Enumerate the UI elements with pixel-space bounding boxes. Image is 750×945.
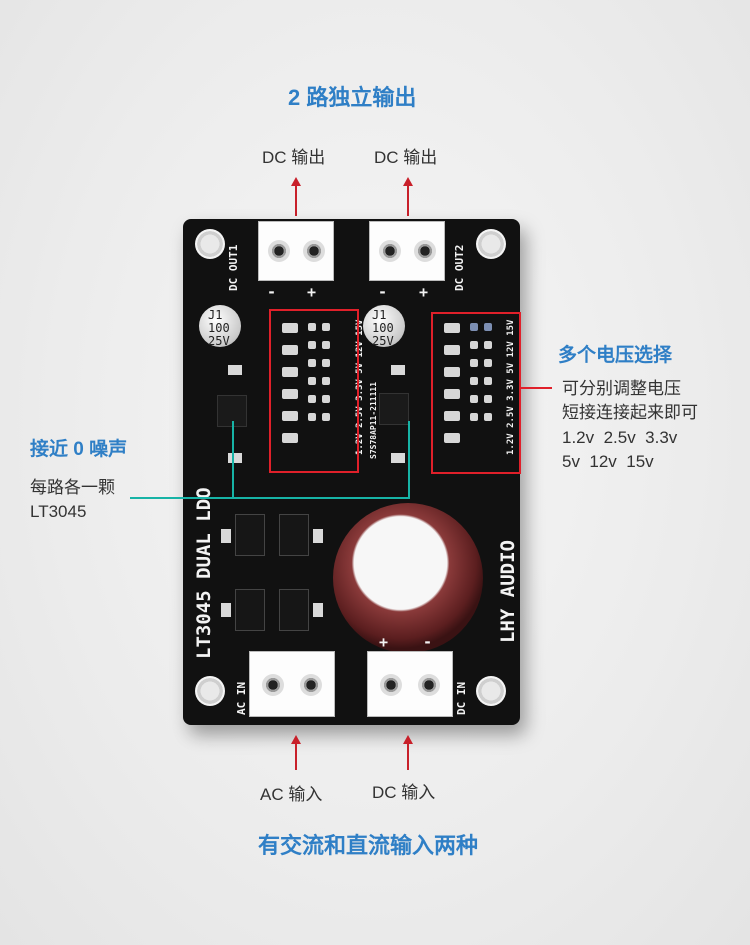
noise-leader-line xyxy=(130,497,410,499)
output-label-1: DC 输出 xyxy=(262,148,326,167)
mounting-hole xyxy=(195,676,225,706)
output-label-2: DC 输出 xyxy=(374,148,438,167)
screw-icon xyxy=(268,240,290,262)
voltage-callout-title: 多个电压选择 xyxy=(558,345,673,366)
rectifier-diode xyxy=(279,514,309,556)
silk-out2: DC OUT2 xyxy=(453,244,466,291)
silk-plus: + xyxy=(307,283,317,301)
voltage-callout-line: 5v 12v 15v xyxy=(562,452,654,471)
silk-plus: + xyxy=(419,283,429,301)
screw-icon xyxy=(262,674,284,696)
smd-capacitor xyxy=(313,603,323,617)
cap-text: 25V xyxy=(208,334,230,348)
rectifier-diode xyxy=(279,589,309,631)
screw-icon xyxy=(418,674,440,696)
mounting-hole xyxy=(476,676,506,706)
noise-leader-line xyxy=(232,421,234,499)
noise-callout-title: 接近 0 噪声 xyxy=(30,439,128,460)
rectifier-diode xyxy=(235,514,265,556)
mounting-hole xyxy=(195,229,225,259)
silk-minus: - xyxy=(378,283,388,301)
mounting-hole xyxy=(476,229,506,259)
screw-icon xyxy=(380,674,402,696)
silk-minus: - xyxy=(423,633,433,651)
noise-callout-line: 每路各一颗 xyxy=(30,478,115,497)
silk-brand: LHY AUDIO xyxy=(497,540,519,643)
smd-resistor xyxy=(228,365,242,375)
screw-icon xyxy=(379,240,401,262)
noise-callout-line: LT3045 xyxy=(30,502,87,521)
screw-icon xyxy=(303,240,325,262)
cap-text: 100 xyxy=(208,321,230,335)
silk-ac-in: AC IN xyxy=(235,681,248,715)
screw-icon xyxy=(300,674,322,696)
smd-capacitor xyxy=(221,603,231,617)
filter-capacitor xyxy=(333,503,483,653)
voltage-callout-line: 1.2v 2.5v 3.3v xyxy=(562,428,678,447)
electrolytic-capacitor: J1 100 25V xyxy=(199,305,241,348)
screw-icon xyxy=(414,240,436,262)
smd-resistor xyxy=(391,365,405,375)
silk-plus: + xyxy=(379,633,389,651)
cap-text: 25V xyxy=(372,334,394,348)
silk-board-name: LT3045 DUAL LDO xyxy=(193,487,215,659)
smd-capacitor xyxy=(313,529,323,543)
input-arrow-dc xyxy=(403,735,413,770)
jumper-block-1 xyxy=(278,319,348,464)
smd-resistor xyxy=(228,453,242,463)
jumper-block-2 xyxy=(440,319,510,464)
input-label-ac: AC 输入 xyxy=(260,785,323,804)
voltage-select-highlight-1 xyxy=(269,309,359,473)
rectifier-diode xyxy=(235,589,265,631)
electrolytic-capacitor: J1 100 25V xyxy=(363,305,405,348)
headline-bottom: 有交流和直流输入两种 xyxy=(258,833,479,858)
dc-input-terminal xyxy=(367,651,453,717)
cap-text: J1 xyxy=(208,308,223,322)
output-terminal-2 xyxy=(369,221,445,281)
silk-dc-in: DC IN xyxy=(455,681,468,715)
cap-text: 100 xyxy=(372,321,394,335)
ac-input-terminal xyxy=(249,651,335,717)
silk-out1: DC OUT1 xyxy=(227,244,240,291)
voltage-callout-line: 可分别调整电压 xyxy=(562,379,681,398)
voltage-select-highlight-2 xyxy=(431,312,521,474)
voltage-callout-line: 短接连接起来即可 xyxy=(562,403,698,422)
pcb-board: DC OUT1 DC OUT2 - + - + J1 100 25V J1 10… xyxy=(183,219,521,725)
ldo-chip-2 xyxy=(379,393,409,425)
input-label-dc: DC 输入 xyxy=(372,783,436,802)
output-arrow-1 xyxy=(291,177,301,216)
smd-resistor xyxy=(391,453,405,463)
headline-top: 2 路独立输出 xyxy=(288,85,417,110)
output-terminal-1 xyxy=(258,221,334,281)
cap-text: J1 xyxy=(372,308,387,322)
smd-capacitor xyxy=(221,529,231,543)
voltage-leader-line xyxy=(520,387,552,389)
silk-serial: S7S78AP11-211111 xyxy=(369,381,378,459)
noise-leader-line xyxy=(408,421,410,499)
silk-minus: - xyxy=(267,283,277,301)
output-arrow-2 xyxy=(403,177,413,216)
input-arrow-ac xyxy=(291,735,301,770)
